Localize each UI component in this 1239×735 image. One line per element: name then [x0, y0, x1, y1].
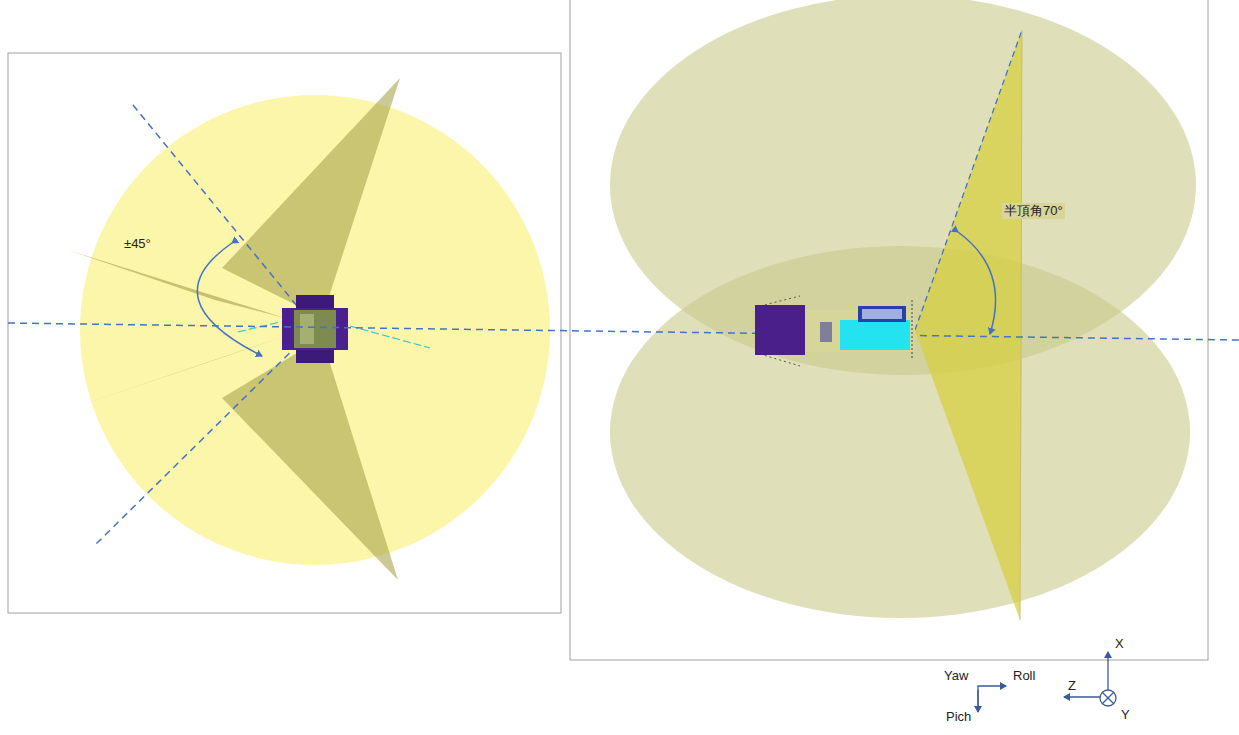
- axis-label: Y: [1121, 707, 1130, 723]
- axis-label: Pich: [946, 709, 971, 725]
- axis-label: Z: [1068, 678, 1076, 694]
- axis-label: Yaw: [944, 668, 968, 684]
- angle-label: ±45°: [124, 236, 151, 252]
- half-apex-angle-label: 半頂角70°: [1002, 203, 1065, 219]
- axis-label: Roll: [1013, 668, 1035, 684]
- axis-label: X: [1115, 636, 1124, 652]
